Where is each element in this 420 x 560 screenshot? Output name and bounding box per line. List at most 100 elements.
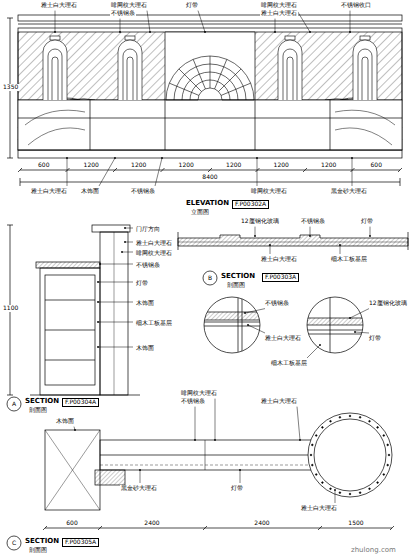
leader-line — [340, 245, 341, 254]
drawing-stroke — [48, 49, 62, 100]
material-callout: 啡网纹大理石 — [135, 250, 173, 257]
leader-line — [270, 245, 271, 254]
drawing-stroke — [43, 40, 67, 100]
drawing-stroke — [193, 59, 205, 89]
dimension-text: SECTION — [24, 398, 60, 406]
dimension-text: B — [207, 275, 213, 282]
dimension-text: 2400 — [143, 520, 160, 527]
drawing-stroke — [7, 158, 13, 159]
drawing-stroke — [349, 415, 351, 417]
drawing-stroke — [312, 464, 314, 466]
drawing-stroke — [200, 290, 270, 360]
dimension-text: 1200 — [320, 162, 337, 169]
dimension-text: 1500 — [347, 520, 364, 527]
leader-line — [140, 470, 141, 483]
material-callout: 啡网纹大理石 — [260, 2, 298, 9]
material-callout: 木饰面 — [80, 188, 100, 195]
material-callout: 不锈钢条 — [135, 262, 161, 269]
dimension-text: SECTION — [220, 273, 256, 281]
material-callout: 黑金砂大理石 — [120, 485, 158, 492]
leader-line — [55, 11, 56, 32]
drawing-stroke — [256, 168, 260, 172]
leader-dot — [214, 439, 216, 441]
drawing-number: F.P00304A — [62, 398, 99, 407]
leader-line — [120, 19, 121, 32]
drawing-stroke — [315, 474, 317, 476]
leader-dot — [114, 157, 116, 159]
material-callout: 雅士白大理石 — [260, 10, 298, 17]
dimension-text: 1200 — [130, 162, 147, 169]
material-callout: 雅士白大理石 — [30, 188, 68, 195]
leader-line — [350, 309, 369, 318]
drawing-stroke — [322, 427, 324, 429]
material-callout: 雅士白大理石 — [260, 398, 298, 405]
drawing-stroke — [383, 435, 385, 437]
leader-dot — [351, 157, 353, 159]
leader-line — [350, 11, 351, 32]
leader-line — [275, 19, 276, 32]
dimension-text: A — [11, 401, 17, 408]
drawing-stroke — [90, 100, 330, 150]
drawing-stroke — [310, 454, 312, 456]
drawing-stroke — [387, 444, 389, 446]
leader-line — [335, 490, 336, 503]
drawing-stroke — [200, 312, 270, 320]
drawing-stroke — [50, 36, 60, 40]
drawing-stroke — [92, 225, 130, 232]
leader-line — [240, 470, 241, 483]
drawing-stroke — [339, 417, 341, 419]
drawing-stroke — [169, 83, 199, 95]
leader-dot — [194, 439, 196, 441]
drawing-stroke — [166, 56, 254, 100]
material-callout: 不锈钢条 — [110, 10, 136, 17]
drawing-stroke — [100, 465, 320, 466]
drawing-stroke — [7, 397, 21, 411]
leader-line — [100, 264, 133, 265]
leader-dot — [66, 157, 68, 159]
leader-dot — [354, 331, 356, 333]
drawing-stroke — [113, 168, 117, 172]
leader-dot — [97, 301, 99, 303]
drawing-stroke — [18, 168, 402, 530]
material-callout: 木饰面 — [135, 300, 155, 307]
dimension-text: SECTION — [24, 538, 60, 546]
dimension-text: C — [11, 540, 17, 547]
dimension-text: 600 — [65, 520, 78, 527]
leader-dot — [239, 469, 241, 471]
dimension-text: 1200 — [83, 162, 100, 169]
drawing-stroke — [198, 88, 222, 100]
dimension-text: 剖面图 — [28, 547, 48, 554]
drawing-stroke — [287, 57, 293, 100]
material-callout: 细木工板基层 — [135, 320, 173, 327]
drawing-stroke — [36, 262, 100, 268]
drawing-number: F.P00303A — [262, 273, 299, 282]
leader-line — [122, 252, 133, 253]
material-callout: 不锈钢条 — [180, 398, 206, 405]
drawing-stroke — [330, 488, 332, 490]
leader-line — [215, 399, 216, 440]
leader-dot — [119, 31, 121, 33]
material-callout: 灯带 — [360, 218, 374, 225]
material-callout: 黑金砂大理石 — [330, 188, 368, 195]
leader-dot — [149, 31, 151, 33]
leader-line — [307, 345, 320, 358]
drawing-stroke — [45, 430, 100, 510]
drawing-stroke — [114, 232, 115, 395]
leader-line — [67, 158, 68, 186]
dimension-text: 600 — [37, 162, 50, 169]
dimension-text: 立面图 — [190, 209, 210, 216]
drawing-stroke — [400, 178, 401, 186]
leader-dot — [309, 235, 311, 237]
drawing-stroke — [358, 49, 372, 100]
drawing-stroke — [45, 300, 95, 360]
material-callout: 不锈钢收口 — [340, 2, 372, 9]
drawing-stroke — [377, 427, 379, 429]
drawing-stroke — [18, 150, 402, 158]
drawing-stroke — [30, 395, 140, 396]
material-callout: 雅士白大理石 — [135, 240, 173, 247]
dimension-text: 1200 — [225, 162, 242, 169]
material-callout: 门厅方向 — [135, 226, 161, 233]
leader-dot — [256, 157, 258, 159]
drawing-stroke — [178, 242, 408, 243]
leader-line — [255, 227, 256, 236]
